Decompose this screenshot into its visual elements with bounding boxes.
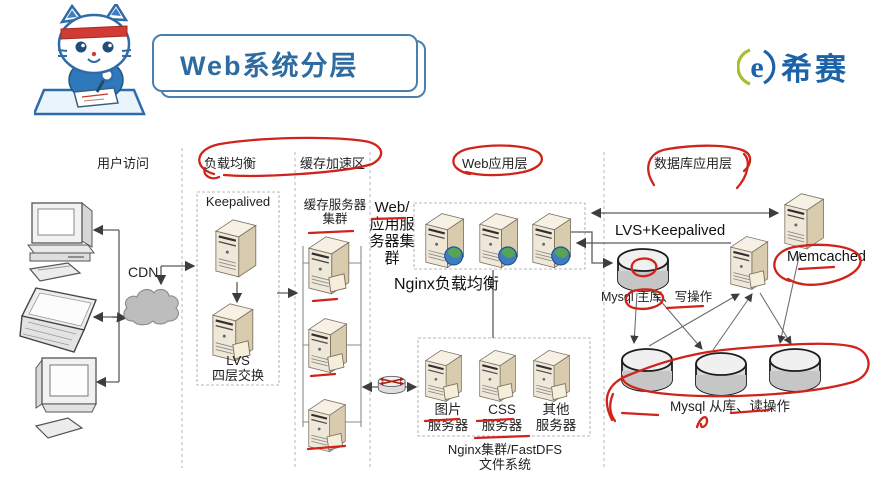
mysql-slave-db-icon-2	[695, 352, 747, 396]
nginx-fastdfs-label: Nginx集群/FastDFS 文件系统	[441, 442, 569, 472]
cache-cluster-line1: 缓存服务器	[303, 198, 367, 212]
cache-server-icon-3	[309, 399, 346, 451]
web-cluster-line4: 群	[384, 250, 400, 267]
cat-mascot	[34, 4, 146, 116]
red-hook-slave-dbs	[609, 392, 617, 423]
web-server-icon-2	[480, 214, 518, 268]
other-server-label: 其他 服务器	[529, 402, 583, 434]
keepalived-server-icon	[214, 218, 257, 278]
nginx-fastdfs-line1: Nginx集群/FastDFS	[447, 442, 563, 457]
crt-computer-icon	[35, 357, 97, 439]
red-underline-css-server	[473, 434, 531, 440]
cache-cluster-bracket	[302, 246, 362, 427]
cache-cluster-line2: 集群	[322, 212, 348, 227]
red-underline-write-ops	[665, 304, 705, 310]
layer-header-user-access: 用户访问	[97, 156, 150, 171]
red-underline-slave-hook	[620, 411, 660, 417]
router-icon	[377, 375, 406, 395]
cache-cluster-label: 缓存服务器 集群	[299, 198, 371, 227]
web-server-icon-3	[533, 214, 571, 268]
mysql-master-label: Mysql 主库、写操作	[601, 290, 713, 304]
red-underline-cache-server-2	[309, 372, 337, 378]
css-server-icon	[480, 350, 516, 401]
layer-header-load-balancing: 负载均衡	[204, 156, 257, 171]
keepalived-label: Keepalived	[205, 194, 271, 209]
web-cluster-group-box	[413, 202, 586, 270]
red-underline-cache-server-3	[306, 444, 347, 451]
lvs-label: LVS 四层交换	[198, 353, 278, 384]
nginx-lb-label: Nginx负载均衡	[394, 276, 499, 293]
mysql-slave-label: Mysql 从库、读操作	[670, 399, 791, 414]
css-server-line2: 服务器	[481, 418, 523, 433]
logo-text: 希赛	[781, 52, 849, 87]
cdn-cloud-icon	[123, 288, 180, 326]
laptop-icon	[19, 287, 97, 353]
image-server-icon	[426, 350, 462, 401]
cache-server-icon-1	[309, 237, 349, 294]
cache-server-icon-2	[309, 319, 347, 373]
web-cluster-line2: 应用服	[369, 216, 415, 233]
other-server-line2: 服务器	[535, 418, 577, 433]
logo-e-icon: e	[737, 47, 776, 86]
mysql-master-db-icon	[617, 248, 669, 292]
lvs-label-line2: 四层交换	[211, 367, 264, 383]
other-server-icon	[534, 350, 570, 401]
other-server-line1: 其他	[542, 402, 570, 417]
red-circle-master-db-top	[630, 257, 658, 278]
css-server-line1: CSS	[488, 402, 516, 417]
image-server-line1: 图片	[434, 402, 462, 417]
red-squiggle-slave-label	[695, 416, 709, 429]
memcached-server-icon	[783, 192, 825, 250]
layer-header-web-app: Web应用层	[462, 156, 528, 171]
web-cluster-line3: 务器集	[369, 233, 415, 250]
lvs-label-line1: LVS	[226, 353, 250, 368]
title-banner: Web系统分层	[152, 34, 418, 92]
mysql-slave-db-icon-3	[769, 348, 821, 392]
image-server-line2: 服务器	[427, 418, 469, 433]
image-server-label: 图片 服务器	[421, 402, 475, 434]
red-underline-memcached	[797, 265, 836, 271]
css-server-label: CSS 服务器	[475, 402, 529, 434]
xisai-logo: e 希赛	[737, 44, 849, 89]
memcached-label: Memcached	[787, 249, 866, 265]
desktop-computer-icon	[27, 202, 95, 282]
web-cluster-label: Web/ 应用服 务器集 群	[369, 199, 415, 267]
lvs-keepalived-server-icon	[731, 237, 768, 290]
layer-header-cache-zone: 缓存加速区	[300, 156, 366, 171]
page-title: Web系统分层	[180, 50, 359, 81]
nginx-fastdfs-line2: 文件系统	[478, 456, 531, 472]
web-server-icon-1	[426, 214, 464, 268]
red-underline-cache-cluster	[307, 229, 355, 235]
cdn-label: CDN	[128, 264, 159, 280]
red-underline-cache-server-1	[311, 297, 339, 303]
web-cluster-line1: Web/	[374, 199, 410, 216]
mysql-slave-db-icon-1	[621, 348, 673, 392]
lvs-keepalived-label: LVS+Keepalived	[615, 222, 726, 239]
layer-header-db-app: 数据库应用层	[654, 156, 733, 171]
logo-e-glyph: e	[750, 51, 763, 84]
